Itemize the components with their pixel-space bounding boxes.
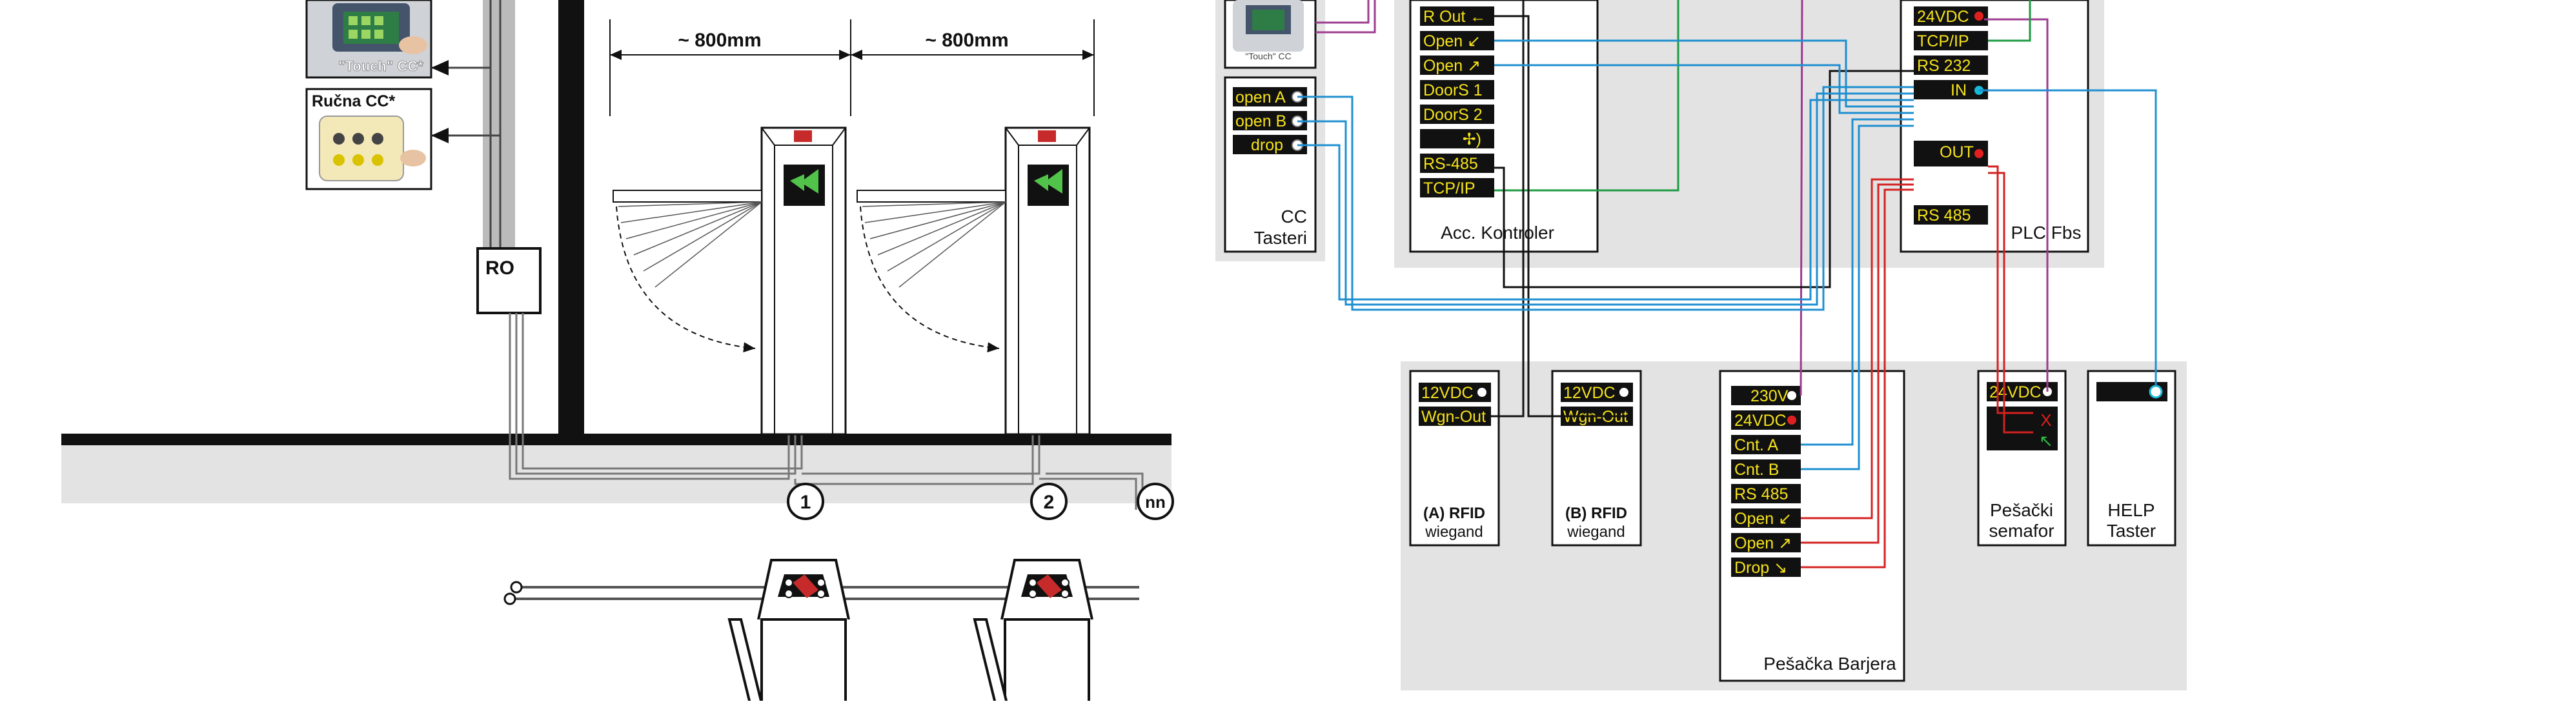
wires-black (1491, 0, 1914, 417)
ro-label: RO (485, 257, 514, 279)
floor-slab (61, 434, 1171, 445)
wires-green (1494, 0, 2031, 192)
cable-duct (483, 0, 515, 252)
rfid-a-wgn-out: Wgn-Out (1421, 408, 1486, 426)
help-title-2: Taster (2107, 521, 2156, 541)
plc-rs232: RS 232 (1917, 57, 1971, 75)
gate-1 (613, 126, 847, 436)
acc-tcpip: TCP/IP (1423, 179, 1476, 197)
plc-box: 24VDC TCP/IP RS 232 IN OUT RS 485 PLC Fb… (1900, 0, 2089, 253)
acc-beeper: ✢) (1463, 130, 1481, 148)
semafor-go-symbol: ↖ (2039, 431, 2053, 450)
barrier-box: 230V 24VDC Cnt. A Cnt. B RS 485 Open ↙ O… (1719, 370, 1905, 682)
barrier-230v: 230V (1750, 387, 1789, 405)
acc-open-in: Open ↙ (1423, 32, 1481, 50)
installation-drawing: "Touch" CC* Ručna CC* RO (61, 0, 1174, 704)
rfid-b-title-1: (B) RFID (1565, 505, 1627, 522)
plc-tcpip: TCP/IP (1917, 32, 1969, 50)
plc-in: IN (1951, 81, 1967, 99)
wall-post (558, 0, 584, 436)
semafor-title-2: semafor (1989, 521, 2054, 541)
barrier-open-in: Open ↙ (1734, 510, 1792, 528)
touch-cc-device: "Touch" CC* (305, 0, 432, 79)
acc-kontroler-title: Acc. Kontroler (1441, 223, 1554, 243)
acc-doors-1: DoorS 1 (1423, 81, 1483, 99)
wiring-schematic: "Touch" CC open A open B drop CC Tasteri… (1215, 0, 2187, 690)
rfid-a-title-2: wiegand (1425, 523, 1483, 541)
barrier-drop: Drop ↘ (1734, 559, 1787, 577)
rucna-cc-label: Ručna CC* (312, 92, 395, 110)
acc-rs485: RS-485 (1423, 155, 1478, 173)
cc-open-b: open B (1235, 112, 1286, 130)
top-view (503, 559, 1139, 704)
gate-number-1-label: 1 (800, 492, 811, 513)
gate-number-nn: nn (1137, 483, 1174, 520)
gate-number-2-label: 2 (1044, 492, 1055, 513)
dimension-lines (609, 19, 1095, 116)
plc-rs485: RS 485 (1917, 206, 1971, 225)
rucna-cc-device: Ručna CC* (305, 88, 432, 190)
rfid-b-12vdc: 12VDC (1563, 384, 1616, 402)
acc-doors-2: DoorS 2 (1423, 106, 1483, 124)
cc-tasteri-title-2: Tasteri (1254, 228, 1307, 248)
gate-number-2: 2 (1030, 483, 1068, 520)
plc-out: OUT (1940, 143, 1974, 161)
plc-title: PLC Fbs (2011, 223, 2082, 243)
touch-cc-label: "Touch" CC* (338, 58, 423, 74)
wires-blue (1297, 39, 2157, 470)
ro-wiring (431, 0, 502, 248)
help-title-1: HELP (2107, 500, 2155, 520)
spacing-2-label: ~ 800mm (925, 30, 1008, 51)
rfid-a-title-1: (A) RFID (1423, 505, 1485, 522)
cc-tasteri-box: "Touch" CC open A open B drop CC Tasteri (1224, 0, 1317, 253)
gate-number-nn-label: nn (1145, 492, 1166, 512)
barrier-rs485: RS 485 (1734, 485, 1788, 503)
rfid-a-12vdc: 12VDC (1421, 384, 1474, 402)
gate-number-1: 1 (787, 483, 824, 520)
cc-tasteri-title-1: CC (1281, 206, 1307, 226)
semafor-title-1: Pešački (1990, 500, 2053, 520)
rfid-a-box: 12VDC Wgn-Out (A) RFID wiegand (1409, 370, 1500, 547)
gate-2 (857, 126, 1091, 436)
acc-kontroler-box: R Out ← Open ↙ Open ↗ DoorS 1 DoorS 2 ✢)… (1409, 0, 1599, 253)
rfid-b-box: 12VDC Wgn-Out (B) RFID wiegand (1551, 370, 1642, 547)
ro-box: RO (476, 247, 542, 314)
semafor-stop-symbol: X (2040, 410, 2051, 430)
semafor-box: 24VDC X ↖ Pešački semafor (1977, 370, 2067, 547)
wires-red (1801, 165, 2033, 568)
barrier-cnt-a: Cnt. A (1734, 436, 1778, 454)
touch-cc-caption: "Touch" CC (1245, 51, 1291, 61)
rfid-b-title-2: wiegand (1567, 523, 1625, 541)
spacing-1-label: ~ 800mm (678, 30, 761, 51)
acc-open-out: Open ↗ (1423, 57, 1481, 75)
barrier-cnt-b: Cnt. B (1734, 461, 1779, 479)
help-taster-box: HELP Taster (2087, 370, 2176, 547)
acc-r-out: R Out ← (1423, 8, 1486, 26)
cc-open-a: open A (1235, 88, 1286, 106)
barrier-open-out: Open ↗ (1734, 534, 1792, 552)
barrier-title: Pešačka Barjera (1763, 654, 1896, 674)
plc-24vdc: 24VDC (1917, 8, 1969, 26)
barrier-24vdc: 24VDC (1734, 412, 1787, 430)
cc-drop: drop (1251, 136, 1283, 154)
